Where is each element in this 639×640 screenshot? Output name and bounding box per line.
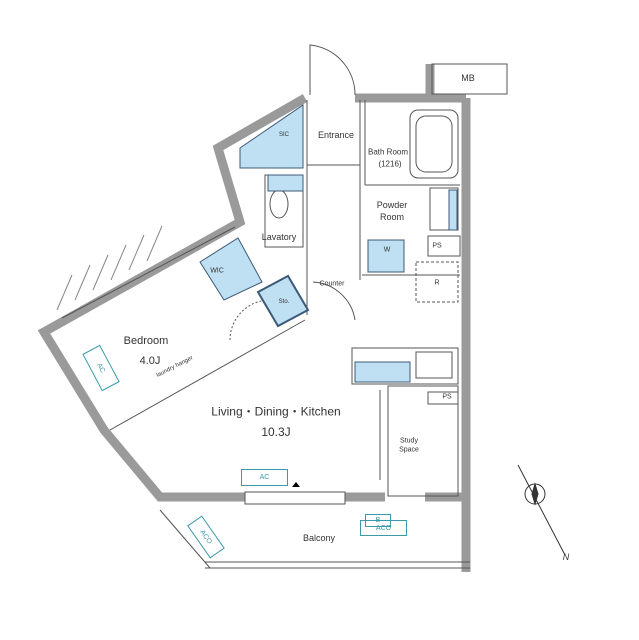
ps-lower-label: PS: [442, 393, 452, 401]
bedroom-label: Bedroom: [123, 335, 169, 347]
sic-shelf: [239, 104, 304, 169]
study-space-label-2: Space: [399, 446, 419, 454]
toilet-tank: [267, 174, 304, 192]
entrance-label: Entrance: [317, 130, 355, 140]
entry-arrow-marker: [292, 482, 300, 487]
bedroom-size-label: 4.0J: [139, 355, 161, 367]
bath-room-label: Bath Room: [367, 147, 409, 157]
aco-right-unit: ACO: [360, 520, 407, 536]
storage-box: [256, 274, 310, 328]
exterior-walls: [37, 64, 471, 572]
ps-upper-label: PS: [432, 242, 442, 250]
washer-pan: [367, 239, 405, 273]
mb-label: MB: [461, 73, 475, 83]
powder-room-label-1: Powder: [376, 200, 408, 210]
vanity-basin: [448, 189, 458, 231]
wic-label: WIC: [210, 267, 224, 275]
mb-box: [431, 63, 508, 95]
wic-shelf: [199, 237, 263, 301]
storage-label: Sto.: [278, 299, 290, 305]
ldk-size-label: 10.3J: [261, 425, 291, 439]
ldk-label: Living・Dining・Kitchen: [211, 404, 341, 419]
refrigerator-label: R: [434, 279, 440, 287]
bath-size-label: (1216): [378, 159, 402, 169]
lavatory-label: Lavatory: [261, 232, 297, 242]
study-space-label-1: Study: [400, 437, 418, 445]
kitchen-sink: [354, 361, 411, 383]
powder-room-label-2: Room: [379, 212, 405, 222]
balcony-label: Balcony: [302, 533, 336, 543]
counter-label: Counter: [319, 280, 345, 288]
compass-north-label: N: [562, 552, 570, 562]
ldk-ac-unit: AC: [241, 469, 288, 486]
compass-rose: [517, 464, 566, 556]
sic-label: SIC: [278, 132, 290, 138]
balcony-railing: [56, 225, 163, 311]
fixtures: [199, 104, 458, 383]
washer-label: W: [383, 246, 391, 254]
